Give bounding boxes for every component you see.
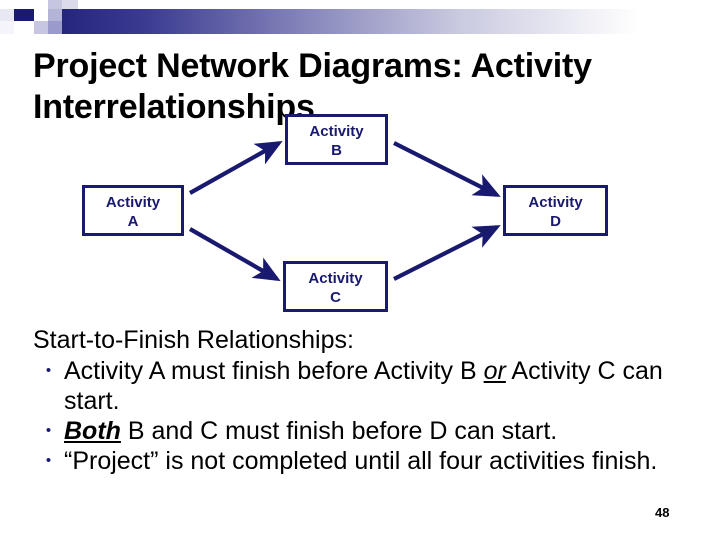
deco-square: [14, 9, 34, 21]
network-diagram: Activity A Activity B Activity C Activit…: [0, 105, 720, 330]
bullet-2-emphasis: Both: [64, 417, 121, 445]
bullet-marker-icon: •: [45, 361, 52, 379]
deco-square: [62, 0, 78, 9]
diagram-node-activity-c: Activity C: [283, 261, 388, 312]
list-item: • Activity A must finish before Activity…: [33, 356, 705, 417]
deco-square: [34, 9, 48, 21]
edge-a-to-c: [188, 227, 281, 282]
deco-square: [34, 21, 48, 34]
edge-b-to-d: [393, 141, 501, 197]
bullet-1-emphasis: or: [483, 356, 506, 385]
diagram-arrows: [188, 140, 501, 282]
node-c-label-top: Activity: [308, 270, 363, 287]
deco-square: [20, 30, 32, 40]
page-number: 48: [655, 505, 670, 520]
node-b-label-bottom: B: [331, 141, 342, 159]
header-decoration: [0, 0, 720, 40]
bullet-1-part1: Activity A must finish before Activity B: [64, 356, 484, 385]
bullet-text: Activity A must finish before Activity B…: [64, 356, 705, 417]
bullet-marker-icon: •: [45, 422, 52, 439]
node-c-label-bottom: C: [330, 288, 341, 306]
node-a-label-top: Activity: [105, 194, 161, 211]
page-title: Project Network Diagrams: Activity Inter…: [33, 46, 592, 127]
deco-square: [0, 21, 14, 34]
deco-square: [48, 9, 62, 21]
deco-square: [48, 21, 62, 34]
body-heading: Start-to-Finish Relationships:: [33, 326, 354, 354]
deco-square: [48, 0, 62, 9]
bullet-1-part2: Activity C can start.: [64, 356, 663, 415]
header-gradient-bar: [62, 9, 662, 34]
body-content: Start-to-Finish Relationships: • Activit…: [33, 326, 705, 477]
node-a-label-bottom: A: [127, 212, 139, 230]
list-item: • Both B and C must finish before D can …: [33, 416, 705, 446]
bullet-text: “Project” is not completed until all fou…: [64, 447, 658, 476]
edge-a-to-b: [188, 140, 283, 195]
diagram-node-activity-b: Activity B: [285, 114, 388, 165]
edge-c-to-d: [393, 225, 501, 281]
list-item: • “Project” is not completed until all f…: [33, 446, 705, 476]
deco-square: [0, 9, 14, 21]
deco-square: [34, 0, 48, 9]
deco-square: [0, 0, 14, 9]
diagram-node-activity-a: Activity A: [82, 185, 184, 236]
bullet-marker-icon: •: [45, 452, 52, 470]
node-d-label-bottom: D: [550, 212, 561, 230]
diagram-node-activity-d: Activity D: [503, 185, 608, 236]
node-b-label-top: Activity: [309, 123, 364, 140]
node-d-label-top: Activity: [528, 194, 583, 211]
bullet-text: Both B and C must finish before D can st…: [64, 416, 705, 446]
bullet-2-part2: B and C must finish before D can start.: [120, 417, 558, 445]
